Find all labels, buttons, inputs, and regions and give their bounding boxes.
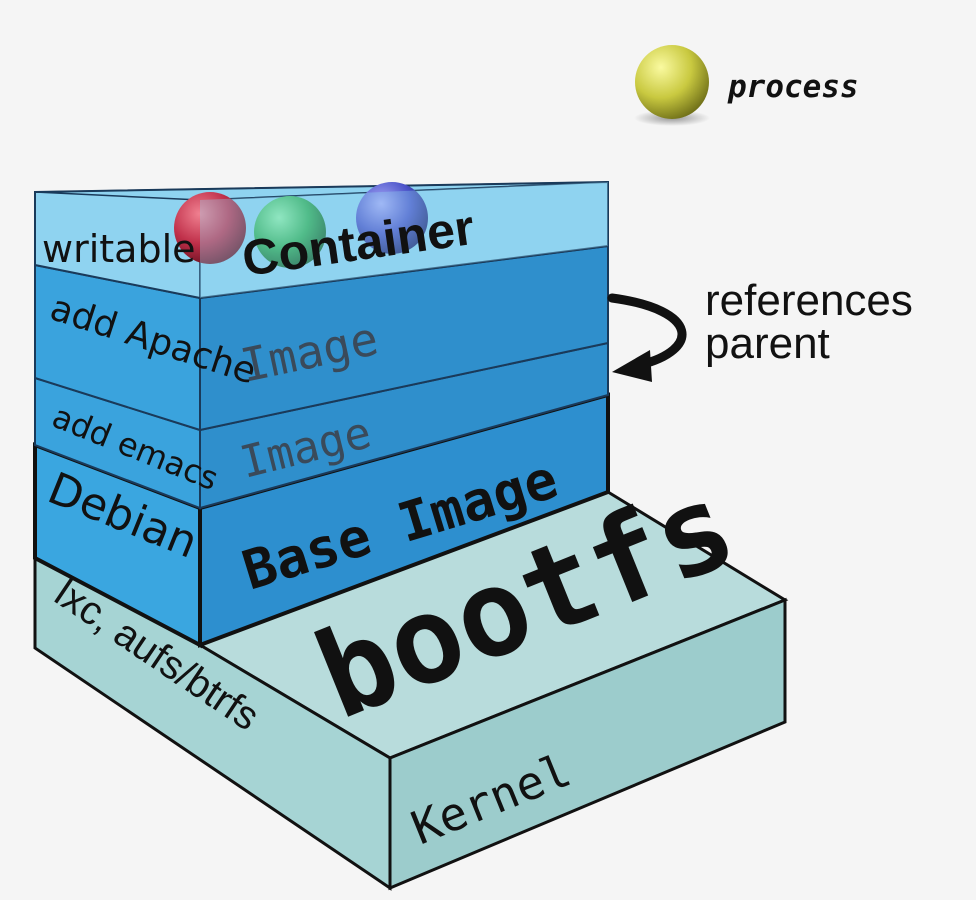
process-ball-red-icon (174, 192, 246, 264)
container-layer: writable Container (34, 180, 609, 300)
references-annotation: references parent (607, 276, 913, 382)
arrow-head-icon (612, 350, 652, 382)
container-side-label: writable (42, 227, 196, 271)
parent-label: parent (705, 319, 830, 368)
legend-process-label: process (727, 69, 859, 105)
kernel-front-face (388, 597, 787, 891)
legend: process (634, 45, 859, 126)
emacs-layer: add emacs Image (34, 341, 609, 510)
container-glass (200, 182, 608, 298)
references-label: references (705, 276, 913, 325)
process-ball-icon (635, 45, 709, 119)
process-ball-blue-icon (356, 182, 428, 254)
curved-arrow-icon (607, 293, 687, 370)
process-ball-green-icon (254, 196, 326, 268)
